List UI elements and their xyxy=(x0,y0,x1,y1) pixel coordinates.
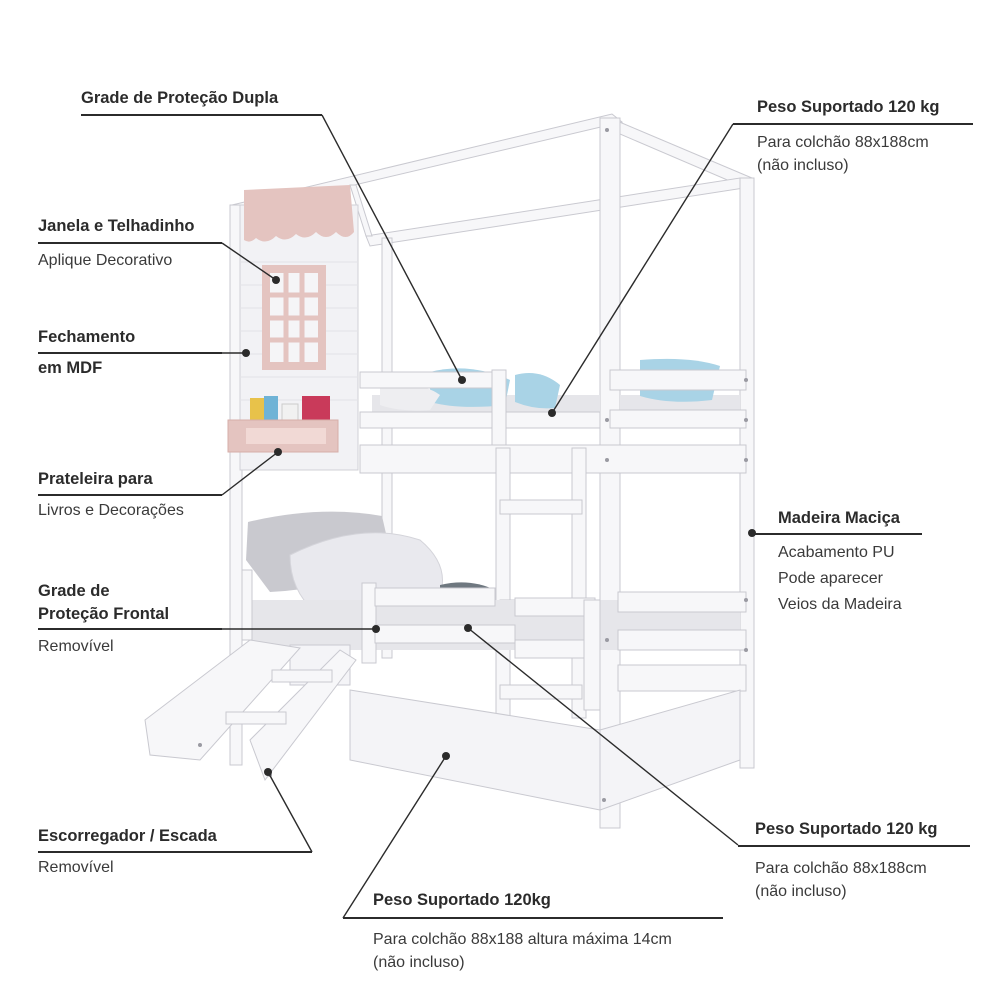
callout-prateleira-sub: Livros e Decorações xyxy=(38,502,184,519)
callout-escorregador-rule xyxy=(38,851,312,853)
leader-lines xyxy=(221,114,739,919)
callout-peso-gaveta-sub-1: Para colchão 88x188 altura máxima 14cm xyxy=(373,931,672,948)
callout-peso-gaveta-title: Peso Suportado 120kg xyxy=(373,891,551,909)
callout-peso-topo-rule xyxy=(733,123,973,125)
callout-fechamento-rule xyxy=(38,352,222,354)
upper-bed xyxy=(359,358,747,474)
callout-peso-topo-title: Peso Suportado 120 kg xyxy=(757,98,940,116)
callout-janela-sub: Aplique Decorativo xyxy=(38,252,173,269)
callout-prateleira-title: Prateleira para xyxy=(38,470,153,488)
lower-bed xyxy=(241,569,747,711)
callout-fechamento-title-2: em MDF xyxy=(38,359,103,377)
callout-peso-topo-sub-2: (não incluso) xyxy=(757,157,849,174)
callout-fechamento-title-1: Fechamento xyxy=(38,328,136,346)
callout-peso-meio-title: Peso Suportado 120 kg xyxy=(755,820,938,838)
callout-madeira-sub-1: Acabamento PU xyxy=(778,544,895,561)
book-shelf xyxy=(227,396,339,453)
callout-grade-frontal-rule xyxy=(38,628,222,630)
callout-peso-meio-sub-2: (não incluso) xyxy=(755,883,847,900)
slide-stairs xyxy=(144,639,357,782)
callout-peso-gaveta-sub-2: (não incluso) xyxy=(373,954,465,971)
callout-peso-meio-sub-1: Para colchão 88x188cm xyxy=(755,860,927,877)
callout-grade-frontal-sub: Removível xyxy=(38,638,114,655)
callout-madeira-rule xyxy=(752,533,922,535)
callout-peso-topo-sub-1: Para colchão 88x188cm xyxy=(757,134,929,151)
callout-janela-rule xyxy=(38,242,222,244)
callout-peso-gaveta-rule xyxy=(343,917,723,919)
callout-escorregador-sub: Removível xyxy=(38,859,114,876)
callout-escorregador-title: Escorregador / Escada xyxy=(38,827,217,845)
lower-pillows xyxy=(246,511,495,613)
callout-madeira-title: Madeira Maciça xyxy=(778,509,900,527)
callout-prateleira-rule xyxy=(38,494,222,496)
callout-madeira-sub-2: Pode aparecer xyxy=(778,570,883,587)
leader-dots xyxy=(242,276,756,776)
callout-madeira-sub-3: Veios da Madeira xyxy=(778,596,902,613)
callout-grade-dupla-rule xyxy=(81,114,322,116)
callout-peso-meio-rule xyxy=(738,845,970,847)
callout-janela-title: Janela e Telhadinho xyxy=(38,217,195,235)
ladder xyxy=(495,447,587,719)
callout-grade-frontal-title-1: Grade de xyxy=(38,582,110,600)
callout-grade-dupla-title: Grade de Proteção Dupla xyxy=(81,89,279,107)
callout-grade-frontal-title-2: Proteção Frontal xyxy=(38,605,170,623)
